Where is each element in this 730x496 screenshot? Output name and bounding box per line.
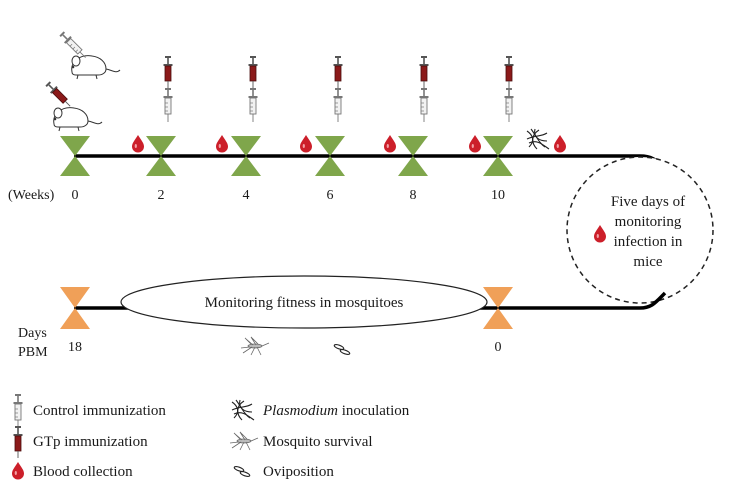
egg-icon <box>333 343 351 356</box>
legend-plasmodium-rest: inoculation <box>338 403 410 419</box>
timeline-curve-bottom <box>639 291 667 310</box>
mosquito-fitness-ellipse <box>120 275 488 329</box>
mosquito-fitness-label: Monitoring fitness in mosquitoes <box>205 295 404 311</box>
legend: Control immunization GTp immunization Bl… <box>12 393 410 480</box>
mosquito-icon <box>229 431 259 451</box>
mice-monitoring-text: Five days of monitoring infection in mic… <box>611 194 685 270</box>
gtp-syringe-icon <box>504 55 514 89</box>
week-tick-10: 10 <box>491 188 505 203</box>
weeks-axis-label: (Weeks) <box>8 188 55 203</box>
day-tick-0: 0 <box>495 340 502 355</box>
legend-oviposition-label: Oviposition <box>263 464 334 480</box>
mouse-icon <box>71 55 121 80</box>
mouse-icon <box>53 107 103 132</box>
control-syringe-icon <box>13 393 23 429</box>
pbm-axis-label: PBM <box>18 345 48 360</box>
hourglass-week-4 <box>231 136 261 176</box>
blood-drop-icon <box>12 462 24 480</box>
control-syringe-icon <box>504 87 514 123</box>
hourglass-day-18 <box>60 287 90 329</box>
legend-control-label: Control immunization <box>33 403 166 419</box>
egg-icon <box>233 465 251 478</box>
legend-blood-label: Blood collection <box>33 464 133 480</box>
control-syringe-icon <box>57 29 90 62</box>
mice-box-line2: monitoring <box>615 214 682 230</box>
day-tick-18: 18 <box>68 340 82 355</box>
control-syringe-icon <box>419 87 429 123</box>
legend-plasmodium-label: Plasmodium inoculation <box>262 403 410 419</box>
gtp-syringe-icon <box>333 55 343 89</box>
week-tick-4: 4 <box>243 188 250 203</box>
week-tick-6: 6 <box>327 188 334 203</box>
hourglass-week-8 <box>398 136 428 176</box>
mice-box-line3: infection in <box>614 234 683 250</box>
week-tick-0: 0 <box>72 188 79 203</box>
mice-box-line4: mice <box>633 254 662 270</box>
week-tick-2: 2 <box>158 188 165 203</box>
legend-gtp-label: GTp immunization <box>33 434 148 450</box>
mosquito-icon <box>240 336 270 356</box>
gtp-syringe-icon <box>163 55 173 89</box>
blood-drop-icon <box>384 135 396 153</box>
hourglass-week-2 <box>146 136 176 176</box>
control-syringe-icon <box>163 87 173 123</box>
gtp-syringe-icon <box>248 55 258 89</box>
blood-drop-icon <box>216 135 228 153</box>
control-syringe-icon <box>333 87 343 123</box>
plasmodium-icon <box>526 128 550 150</box>
hourglass-week-10 <box>483 136 513 176</box>
plasmodium-icon <box>231 399 255 421</box>
days-axis-label: Days <box>18 326 47 341</box>
gtp-syringe-icon <box>43 79 74 110</box>
hourglass-day-0 <box>483 287 513 329</box>
week-tick-8: 8 <box>410 188 417 203</box>
gtp-syringe-icon <box>419 55 429 89</box>
hourglass-week-0 <box>60 136 90 176</box>
mice-monitoring-circle <box>566 156 714 304</box>
mice-box-line1: Five days of <box>611 194 685 210</box>
legend-plasmodium-italic: Plasmodium <box>262 403 338 419</box>
hourglass-week-6 <box>315 136 345 176</box>
blood-drop-icon <box>132 135 144 153</box>
legend-mosquito-label: Mosquito survival <box>263 434 373 450</box>
blood-drop-icon <box>554 135 566 153</box>
blood-drop-icon <box>300 135 312 153</box>
gtp-syringe-icon <box>13 425 23 459</box>
blood-drop-icon <box>469 135 481 153</box>
control-syringe-icon <box>248 87 258 123</box>
